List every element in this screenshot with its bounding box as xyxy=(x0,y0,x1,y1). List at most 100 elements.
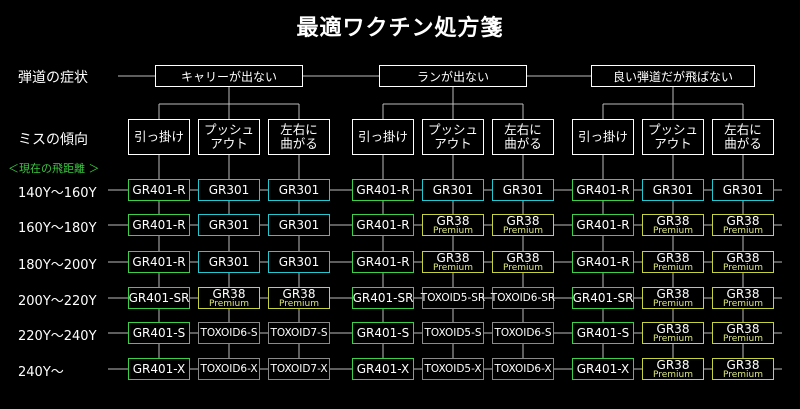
product-name: TOXOID7-S xyxy=(270,327,328,339)
product-name: TOXOID6-S xyxy=(200,327,258,339)
page-title: 最適ワクチン処方箋 xyxy=(296,16,504,41)
product-cell: GR401-X xyxy=(572,358,634,380)
product-name: GR401-X xyxy=(132,362,186,376)
product-name: GR38 xyxy=(436,213,470,228)
product-cell: GR301 xyxy=(492,179,554,201)
product-variant: Premium xyxy=(652,262,694,273)
product-name: GR38 xyxy=(726,213,760,228)
product-cell: TOXOID6-SR xyxy=(490,287,556,309)
product-name: GR38 xyxy=(656,213,690,228)
miss-type-box: 左右に 曲がる xyxy=(268,119,330,155)
product-name: GR301 xyxy=(278,218,320,232)
product-cell: TOXOID5-SR xyxy=(420,287,486,309)
product-variant: Premium xyxy=(722,298,764,309)
product-variant: Premium xyxy=(652,225,694,236)
product-name: GR401-S xyxy=(356,326,410,340)
product-cell: TOXOID7-X xyxy=(268,358,330,380)
product-cell: GR401-R xyxy=(128,214,190,236)
distance-label: 200Y〜220Y xyxy=(18,294,97,309)
product-name: GR401-SR xyxy=(128,291,190,305)
product-cell: GR401-R xyxy=(128,179,190,201)
product-cell: GR301 xyxy=(268,214,330,236)
product-name: GR301 xyxy=(208,218,250,232)
product-cell: GR401-R xyxy=(352,214,414,236)
product-cell: GR301 xyxy=(268,179,330,201)
product-cell: GR301 xyxy=(198,251,260,273)
product-name: GR401-R xyxy=(132,183,186,197)
product-name: GR401-R xyxy=(356,183,410,197)
product-name: GR38 xyxy=(436,250,470,265)
product-cell: GR401-R xyxy=(572,179,634,201)
row-label-distance: ＜現在の飛距離 ＞ xyxy=(8,162,100,175)
product-name: TOXOID6-SR xyxy=(490,292,556,304)
product-name: TOXOID5-X xyxy=(424,363,482,375)
product-cell: GR401-SR xyxy=(572,287,634,309)
product-cell: GR401-R xyxy=(352,179,414,201)
miss-type-box: 左右に 曲がる xyxy=(712,119,774,155)
product-cell: TOXOID6-X xyxy=(198,358,260,380)
product-name: TOXOID6-S xyxy=(494,327,552,339)
product-name: GR38 xyxy=(506,213,540,228)
product-name: TOXOID7-X xyxy=(270,363,328,375)
product-cell: GR401-X xyxy=(352,358,414,380)
product-variant: Premium xyxy=(652,333,694,344)
product-variant: Premium xyxy=(432,262,474,273)
product-name: GR401-SR xyxy=(572,291,634,305)
product-name: GR301 xyxy=(652,183,694,197)
product-variant: Premium xyxy=(432,225,474,236)
miss-type-box: 引っ掛け xyxy=(128,119,190,155)
product-name: TOXOID6-X xyxy=(200,363,258,375)
distance-label: 220Y〜240Y xyxy=(18,329,97,344)
product-name: GR301 xyxy=(432,183,474,197)
product-variant: Premium xyxy=(652,298,694,309)
product-name: GR301 xyxy=(722,183,764,197)
product-cell: GR401-SR xyxy=(352,287,414,309)
product-cell: GR401-SR xyxy=(128,287,190,309)
product-name: GR38 xyxy=(726,321,760,336)
symptom-box: ランが出ない xyxy=(379,65,527,87)
product-name: GR401-R xyxy=(576,255,630,269)
product-name: GR301 xyxy=(502,183,544,197)
product-name: GR401-R xyxy=(132,255,186,269)
miss-type-box: プッシュ アウト xyxy=(198,119,260,155)
product-name: GR38 xyxy=(656,250,690,265)
product-cell: GR301 xyxy=(268,251,330,273)
product-name: GR401-R xyxy=(356,255,410,269)
product-cell: TOXOID5-S xyxy=(422,322,484,344)
product-cell: GR401-R xyxy=(572,214,634,236)
product-name: GR401-R xyxy=(356,218,410,232)
product-variant: Premium xyxy=(722,262,764,273)
product-cell: GR401-X xyxy=(128,358,190,380)
product-cell: GR301 xyxy=(712,179,774,201)
product-name: GR401-R xyxy=(132,218,186,232)
symptom-box: 良い弾道だが飛ばない xyxy=(591,65,755,87)
product-name: GR401-X xyxy=(356,362,410,376)
miss-type-box: プッシュ アウト xyxy=(642,119,704,155)
product-name: GR401-X xyxy=(576,362,630,376)
product-cell: GR401-S xyxy=(352,322,414,344)
product-variant: Premium xyxy=(278,298,320,309)
product-name: GR38 xyxy=(282,286,316,301)
product-cell: GR301 xyxy=(642,179,704,201)
product-cell: TOXOID6-S xyxy=(492,322,554,344)
product-variant: Premium xyxy=(722,225,764,236)
miss-type-box: 引っ掛け xyxy=(572,119,634,155)
distance-label: 240Y〜 xyxy=(18,365,64,380)
product-name: TOXOID5-SR xyxy=(420,292,486,304)
product-name: TOXOID5-S xyxy=(424,327,482,339)
miss-type-box: 左右に 曲がる xyxy=(492,119,554,155)
product-variant: Premium xyxy=(208,298,250,309)
product-cell: GR401-S xyxy=(128,322,190,344)
row-label-symptom: 弾道の症状 xyxy=(18,70,88,86)
product-variant: Premium xyxy=(652,369,694,380)
